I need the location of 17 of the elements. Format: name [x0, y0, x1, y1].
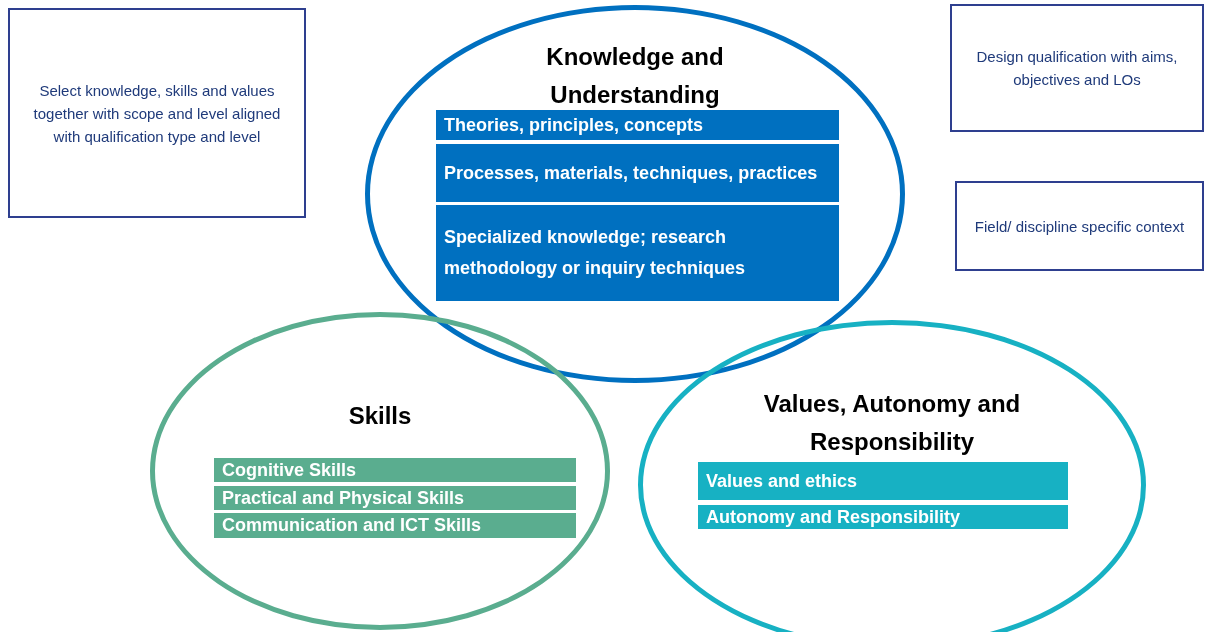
venn-ellipse — [150, 312, 610, 630]
category-bar: Processes, materials, techniques, practices — [436, 144, 839, 202]
category-bar: Cognitive Skills — [214, 458, 576, 482]
note-card: Design qualification with aims, objectives and LOs — [950, 4, 1204, 132]
venn-ellipse — [638, 320, 1146, 632]
category-bar: Specialized knowledge; research methodology or inquiry techniques — [436, 205, 839, 301]
note-card: Select knowledge, skills and values together with scope and level aligned with qualification type and level — [8, 8, 306, 218]
category-bar: Values and ethics — [698, 462, 1068, 500]
circle-title: Knowledge and Understanding — [545, 42, 725, 110]
category-bar: Autonomy and Responsibility — [698, 505, 1068, 529]
circle-title: Values, Autonomy and Responsibility — [762, 389, 1022, 457]
category-bar: Theories, principles, concepts — [436, 110, 839, 140]
circle-title: Skills — [347, 401, 413, 431]
note-card: Field/ discipline specific context — [955, 181, 1204, 271]
category-bar: Communication and ICT Skills — [214, 513, 576, 538]
category-bar: Practical and Physical Skills — [214, 486, 576, 510]
venn-ellipse — [365, 5, 905, 383]
